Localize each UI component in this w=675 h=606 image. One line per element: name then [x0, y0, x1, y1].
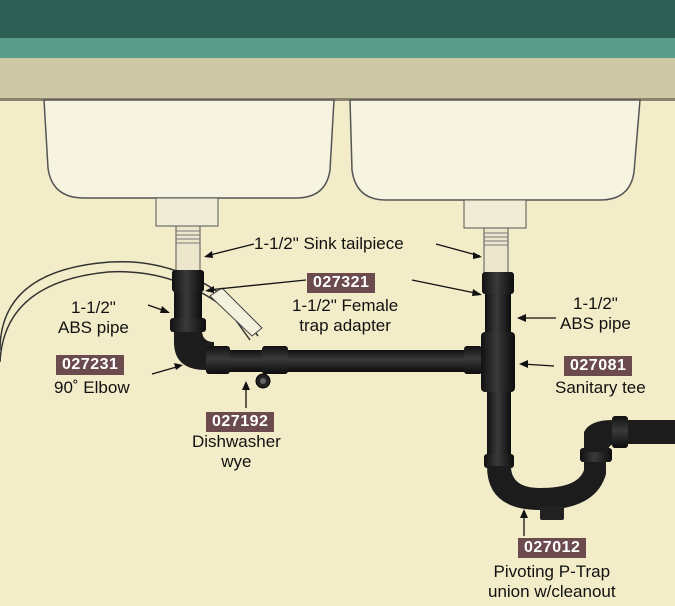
arrowheads: [160, 251, 528, 518]
right-drain-body: [463, 199, 527, 229]
horizontal-drain-pipe: [206, 346, 482, 389]
label-abs-pipe-right: 1-1/2" ABS pipe: [560, 294, 631, 333]
dishwasher-hose: [0, 260, 259, 351]
left-tailpiece: [175, 225, 201, 273]
right-tailpiece: [483, 227, 509, 275]
label-sanitary-tee: Sanitary tee: [555, 378, 646, 397]
code-p-trap: 027012: [518, 538, 587, 558]
right-sink-bowl: [349, 99, 641, 201]
right-drain-pipe: [481, 272, 675, 520]
label-p-trap: Pivoting P-Trap union w/cleanout: [488, 562, 616, 601]
countertop: [0, 0, 675, 101]
left-drain-pipe: [170, 270, 214, 370]
code-female-adapter: 027321: [307, 273, 376, 293]
label-elbow: 90˚ Elbow: [54, 378, 130, 397]
code-dishwasher-wye: 027192: [206, 412, 275, 432]
label-dishwasher-wye: Dishwasher wye: [192, 432, 281, 471]
code-elbow: 027231: [56, 355, 125, 375]
label-female-adapter: 1-1/2" Female trap adapter: [292, 296, 399, 335]
label-abs-pipe-left: 1-1/2" ABS pipe: [58, 298, 129, 337]
leader-lines: [147, 243, 556, 536]
label-sink-tailpiece: 1-1/2" Sink tailpiece: [254, 234, 404, 253]
left-sink-bowl: [43, 99, 335, 199]
code-sanitary-tee: 027081: [564, 356, 633, 376]
left-drain-body: [155, 197, 219, 227]
